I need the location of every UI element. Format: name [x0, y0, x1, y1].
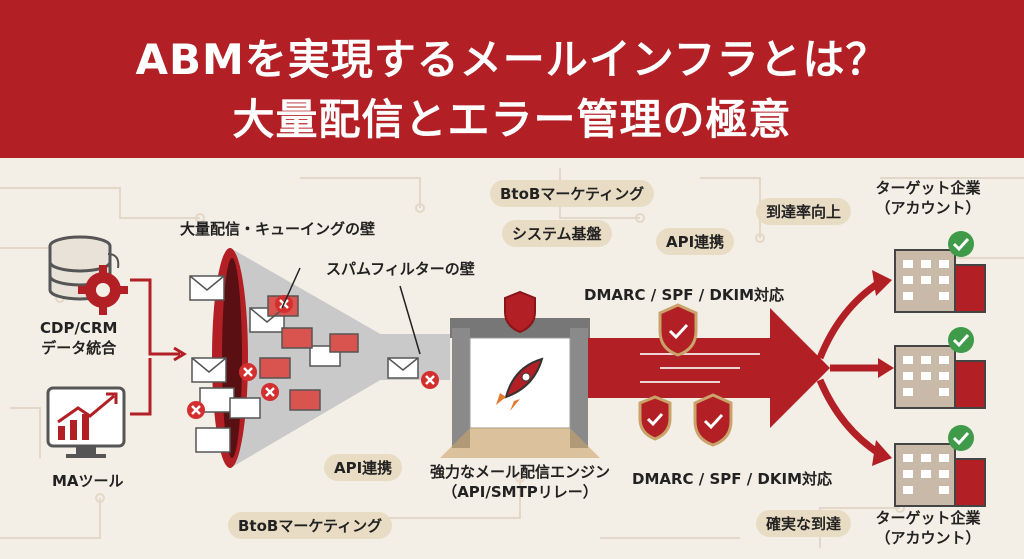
gear-icon — [78, 265, 128, 315]
auth-label-bottom: DMARC / SPF / DKIM対応 — [632, 470, 833, 488]
pill-api-bottom: API連携 — [324, 454, 403, 481]
diagram-graphics — [0, 168, 1024, 548]
sync-arrow — [107, 253, 120, 269]
auth-shields — [638, 303, 733, 447]
pill-reliable-delivery: 確実な到達 — [756, 510, 852, 537]
diagram-canvas: CDP/CRM データ統合 MAツール 大量配信・キューイングの壁 スパムフィル… — [0, 158, 1024, 559]
page-title: ABMを実現するメールインフラとは？ — [135, 35, 889, 84]
shield-icon — [504, 290, 536, 334]
header-banner: ABMを実現するメールインフラとは？ 大量配信とエラー管理の極意 — [0, 0, 1024, 158]
crm-label-line2: データ統合 — [41, 339, 117, 357]
spam-wall-label: スパムフィルターの壁 — [326, 260, 475, 278]
target-top-line1: ターゲット企業 — [875, 179, 981, 197]
target-bottom-line1: ターゲット企業 — [875, 509, 981, 527]
monitor-chart-icon — [46, 386, 126, 458]
auth-label-top: DMARC / SPF / DKIM対応 — [584, 286, 785, 304]
target-top-line2: （アカウント） — [875, 199, 981, 217]
source-connectors — [130, 278, 187, 416]
engine-label: 強力なメール配信エンジン （API/SMTPリレー） — [410, 462, 630, 502]
building-icons — [894, 231, 986, 507]
target-bottom-line2: （アカウント） — [875, 529, 981, 547]
target-label-top: ターゲット企業 （アカウント） — [858, 178, 998, 218]
target-label-bottom: ターゲット企業 （アカウント） — [858, 508, 998, 548]
branch-arrowheads — [872, 270, 894, 466]
envelopes — [189, 275, 419, 453]
spam-wall-pointer — [399, 285, 421, 355]
branch-arrows — [816, 279, 882, 457]
ma-tool-label: MAツール — [52, 472, 124, 490]
engine-label-line2: （API/SMTPリレー） — [442, 483, 598, 501]
pill-delivery-rate: 到達率向上 — [756, 198, 852, 225]
engine-label-line1: 強力なメール配信エンジン — [429, 463, 610, 481]
queue-wall-label: 大量配信・キューイングの壁 — [180, 220, 376, 238]
queue-wall-pointer — [281, 267, 301, 309]
pill-system-base: システム基盤 — [502, 220, 612, 247]
pill-btob-top: BtoBマーケティング — [490, 180, 655, 207]
rocket-icon — [496, 357, 544, 411]
crm-source-label: CDP/CRM データ統合 — [40, 318, 117, 358]
pill-api-top: API連携 — [656, 228, 735, 255]
pill-btob-bottom: BtoBマーケティング — [228, 512, 393, 539]
page-subtitle: 大量配信とエラー管理の極意 — [232, 95, 792, 144]
crm-label-line1: CDP/CRM — [40, 319, 118, 337]
